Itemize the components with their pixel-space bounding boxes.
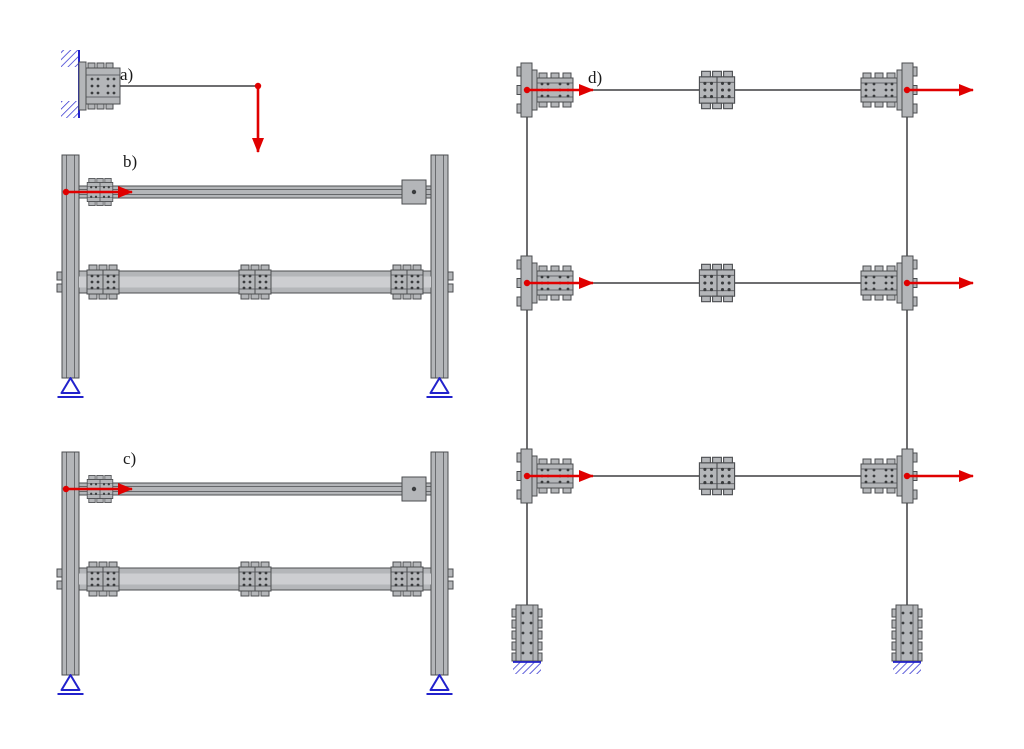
fixed-wall-support <box>61 50 80 118</box>
left-column-base-assembly <box>511 604 543 662</box>
bolt-group <box>90 77 116 95</box>
right-fixed-support <box>892 661 922 675</box>
beam-end-connection <box>78 61 121 111</box>
subfigure-a <box>61 50 261 152</box>
label-c: c) <box>123 449 136 468</box>
subfigure-d <box>511 62 973 675</box>
midspan-splice-level-2 <box>698 263 736 303</box>
subfigure-labels: a) b) c) d) <box>120 65 602 468</box>
right-column-base-assembly <box>891 604 923 662</box>
label-d: d) <box>588 68 602 87</box>
midspan-splice-level-3 <box>698 456 736 496</box>
subfigure-c <box>57 452 453 694</box>
label-a: a) <box>120 65 133 84</box>
left-fixed-support <box>512 661 542 675</box>
label-b: b) <box>123 152 137 171</box>
midspan-splice-level-1 <box>698 70 736 110</box>
vertical-point-load-arrow <box>255 83 261 152</box>
subfigure-b <box>57 155 453 397</box>
